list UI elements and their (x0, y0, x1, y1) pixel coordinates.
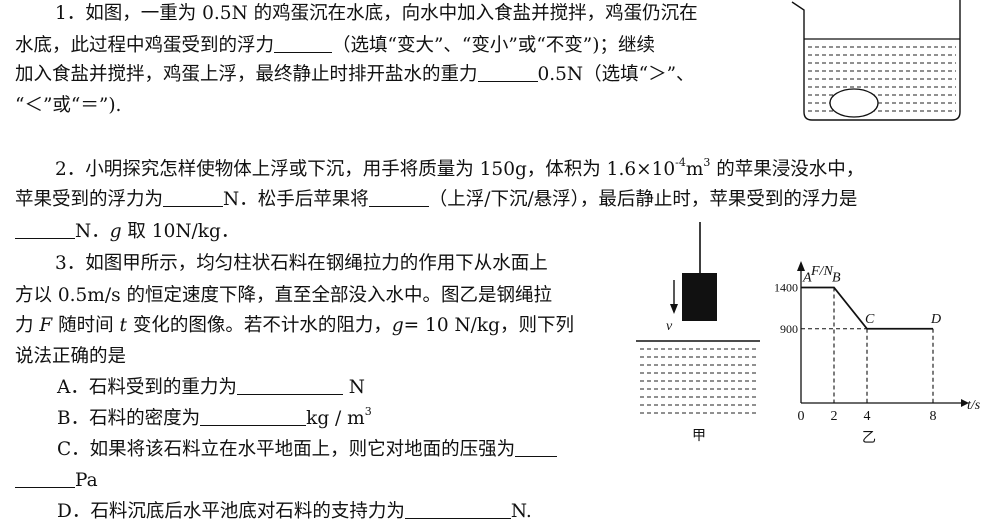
q2-text: m (685, 159, 704, 180)
q2-line3: N．g 取 10N/kg． (15, 220, 239, 244)
q3-F-symbol: F (39, 315, 53, 336)
q2-exponent: -4 (675, 156, 686, 169)
y-tick-label: 1400 (774, 281, 798, 295)
q2-text: N． (75, 221, 110, 242)
point-label-D: D (930, 312, 941, 327)
q3-option-d: D．石料沉底后水平池底对石料的支持力为 N. (57, 500, 532, 524)
beaker-figure (791, 0, 961, 121)
q3-g-symbol: g (391, 315, 404, 336)
q2-text: N．松手后苹果将 (223, 189, 369, 210)
x-axis-arrow (961, 399, 969, 407)
q1-text: 水底，此过程中鸡蛋受到的浮力 (15, 35, 275, 56)
y-tick-label: 900 (780, 322, 798, 336)
q1-blank-weight[interactable] (477, 63, 538, 82)
caption-yi: 乙 (862, 430, 876, 446)
q3-exponent: 3 (364, 405, 372, 418)
q3-text: C．如果将该石料立在水平地面上，则它对地面的压强为 (57, 439, 516, 460)
q1-line2: 水底，此过程中鸡蛋受到的浮力 （选填“变大”、“变小”或“不变”)；继续 (15, 34, 655, 58)
x-tick-label: 4 (864, 409, 871, 424)
q3-text: D．石料沉底后水平池底对石料的支持力为 (57, 501, 405, 522)
q3-text: 变化的图像。若不计水的阻力， (126, 315, 392, 336)
q3-option-a: A．石料受到的重力为 N (57, 376, 365, 400)
q3-text: N. (510, 501, 532, 522)
velocity-arrow-head (670, 304, 678, 314)
q3-text: = 10 N/kg，则下列 (403, 315, 574, 336)
x-axis-label: t/s (967, 398, 981, 413)
q3-blank-weight[interactable] (236, 376, 343, 395)
q3-text: B．石料的密度为 (57, 408, 201, 429)
q3-line3: 力 F 随时间 t 变化的图像。若不计水的阻力，g= 10 N/kg，则下列 (15, 314, 574, 338)
q3-option-c-cont: Pa (15, 469, 98, 493)
figure-jia: v 甲 (636, 222, 760, 444)
q1-line4: “＜”或“＝”). (15, 95, 122, 116)
q2-text: 苹果受到的浮力为 (15, 189, 164, 210)
q2-text: 取 10N/kg． (121, 221, 240, 242)
q2-blank-motion[interactable] (368, 188, 429, 207)
q2-exponent: 3 (703, 156, 711, 169)
q3-line4: 说法正确的是 (15, 346, 127, 367)
q3-line2: 方以 0.5m/s 的恒定速度下降，直至全部没入水中。图乙是钢绳拉 (15, 285, 552, 306)
x-tick-label: 2 (831, 409, 838, 424)
q3-text: kg / m (306, 408, 365, 429)
point-label-A: A (802, 271, 812, 286)
q3-blank-density[interactable] (200, 407, 307, 426)
y-axis-arrow (797, 261, 805, 271)
q2-text: （上浮/下沉/悬浮），最后静止时，苹果受到的浮力是 (428, 189, 858, 210)
q1-text: 加入食盐并搅拌，鸡蛋上浮，最终静止时排开盐水的重力 (15, 64, 478, 85)
q3-text: N (342, 377, 365, 398)
egg-shape (829, 88, 879, 118)
beaker-outline (791, 0, 961, 121)
water-hatching-jia (640, 348, 756, 414)
caption-jia: 甲 (692, 429, 706, 444)
q2-text: 2．小明探究怎样使物体上浮或下沉，用手将质量为 150g，体积为 1.6×10 (55, 159, 676, 180)
q1-text: （选填“变大”、“变小”或“不变”)；继续 (332, 35, 655, 56)
stone-block (682, 273, 717, 321)
q1-line3: 加入食盐并搅拌，鸡蛋上浮，最终静止时排开盐水的重力 0.5N（选填“＞”、 (15, 63, 695, 87)
x-tick-label: 8 (930, 409, 937, 424)
q3-text: 力 (15, 315, 40, 336)
q2-text: 的苹果浸没水中， (710, 159, 865, 180)
point-label-B: B (832, 271, 841, 286)
q1-blank-buoyancy[interactable] (274, 34, 333, 53)
q1-text: 0.5N（选填“＞”、 (537, 64, 695, 85)
velocity-label: v (666, 319, 673, 334)
x-tick-label: 0 (798, 409, 805, 424)
water-hatching (808, 46, 956, 112)
q1-line1: 1．如图，一重为 0.5N 的鸡蛋沉在水底，向水中加入食盐并搅拌，鸡蛋仍沉在 (55, 3, 698, 24)
q3-text: A．石料受到的重力为 (57, 377, 237, 398)
point-label-C: C (865, 312, 875, 327)
q3-option-c: C．如果将该石料立在水平地面上，则它对地面的压强为 (57, 438, 558, 462)
q3-text: 随时间 (52, 315, 120, 336)
q2-line2: 苹果受到的浮力为 N．松手后苹果将 （上浮/下沉/悬浮），最后静止时，苹果受到的浮力… (15, 188, 857, 212)
q2-line1: 2．小明探究怎样使物体上浮或下沉，用手将质量为 150g，体积为 1.6×10-… (55, 156, 865, 182)
q2-blank-final-buoyancy[interactable] (15, 220, 75, 239)
q3-t-symbol: t (119, 315, 127, 336)
q3-blank-pressure[interactable] (515, 438, 558, 457)
y-axis-label: F/N (810, 264, 833, 279)
q2-blank-buoyancy[interactable] (163, 188, 224, 207)
q3-text: Pa (75, 470, 98, 491)
force-line (801, 286, 933, 330)
q3-blank-support[interactable] (404, 500, 511, 519)
q2-g-symbol: g (109, 221, 122, 242)
q3-option-b: B．石料的密度为 kg / m3 (57, 405, 372, 431)
q3-blank-pressure-cont[interactable] (15, 469, 75, 488)
q3-line1: 3．如图甲所示，均匀柱状石料在钢绳拉力的作用下从水面上 (55, 253, 548, 274)
force-time-chart: F/N t/s A B C D 1400 900 0 2 4 8 乙 (774, 261, 981, 446)
